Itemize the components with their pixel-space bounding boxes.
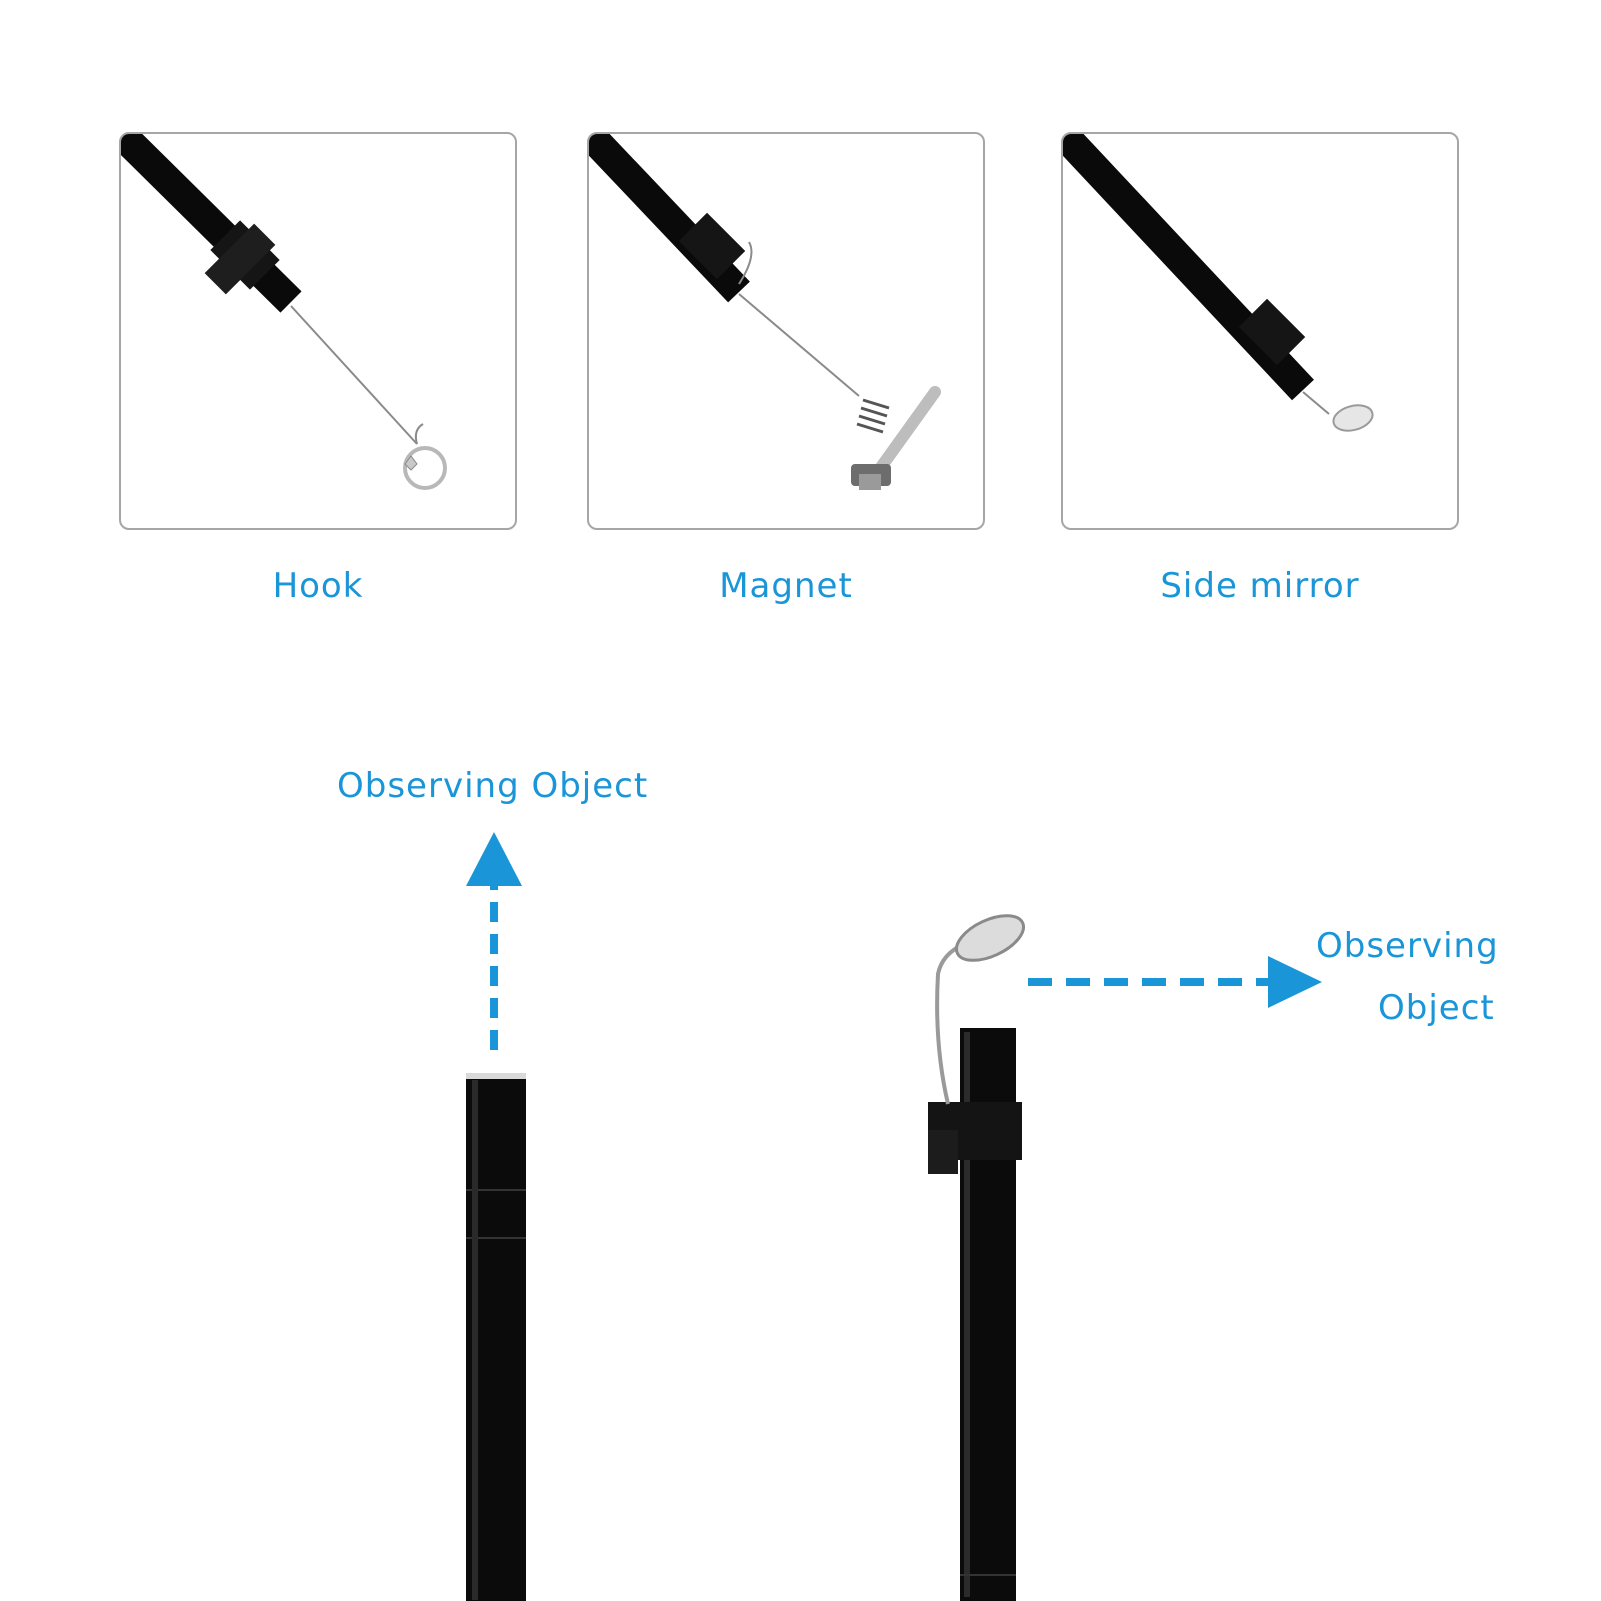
side-mirror-label: Side mirror xyxy=(1160,566,1360,606)
side-mirror-panel xyxy=(1061,132,1459,530)
hook-panel xyxy=(119,132,517,530)
right-arrow-icon xyxy=(1028,956,1322,1008)
hook-icon xyxy=(121,134,447,490)
side-cable-icon xyxy=(928,1028,1022,1601)
side-mirror-icon xyxy=(1063,134,1374,432)
mirror-icon xyxy=(935,914,1026,1105)
hook-label: Hook xyxy=(272,566,364,606)
up-arrow-icon xyxy=(466,832,522,1050)
straight-view-label: Observing Object xyxy=(337,766,649,806)
straight-cable-icon xyxy=(466,1073,526,1601)
magnet-panel xyxy=(587,132,985,530)
magnet-label: Magnet xyxy=(719,566,853,606)
side-view-label-line2: Object xyxy=(1378,988,1495,1028)
magnet-icon xyxy=(589,134,941,490)
side-view-label-line1: Observing xyxy=(1316,926,1499,966)
